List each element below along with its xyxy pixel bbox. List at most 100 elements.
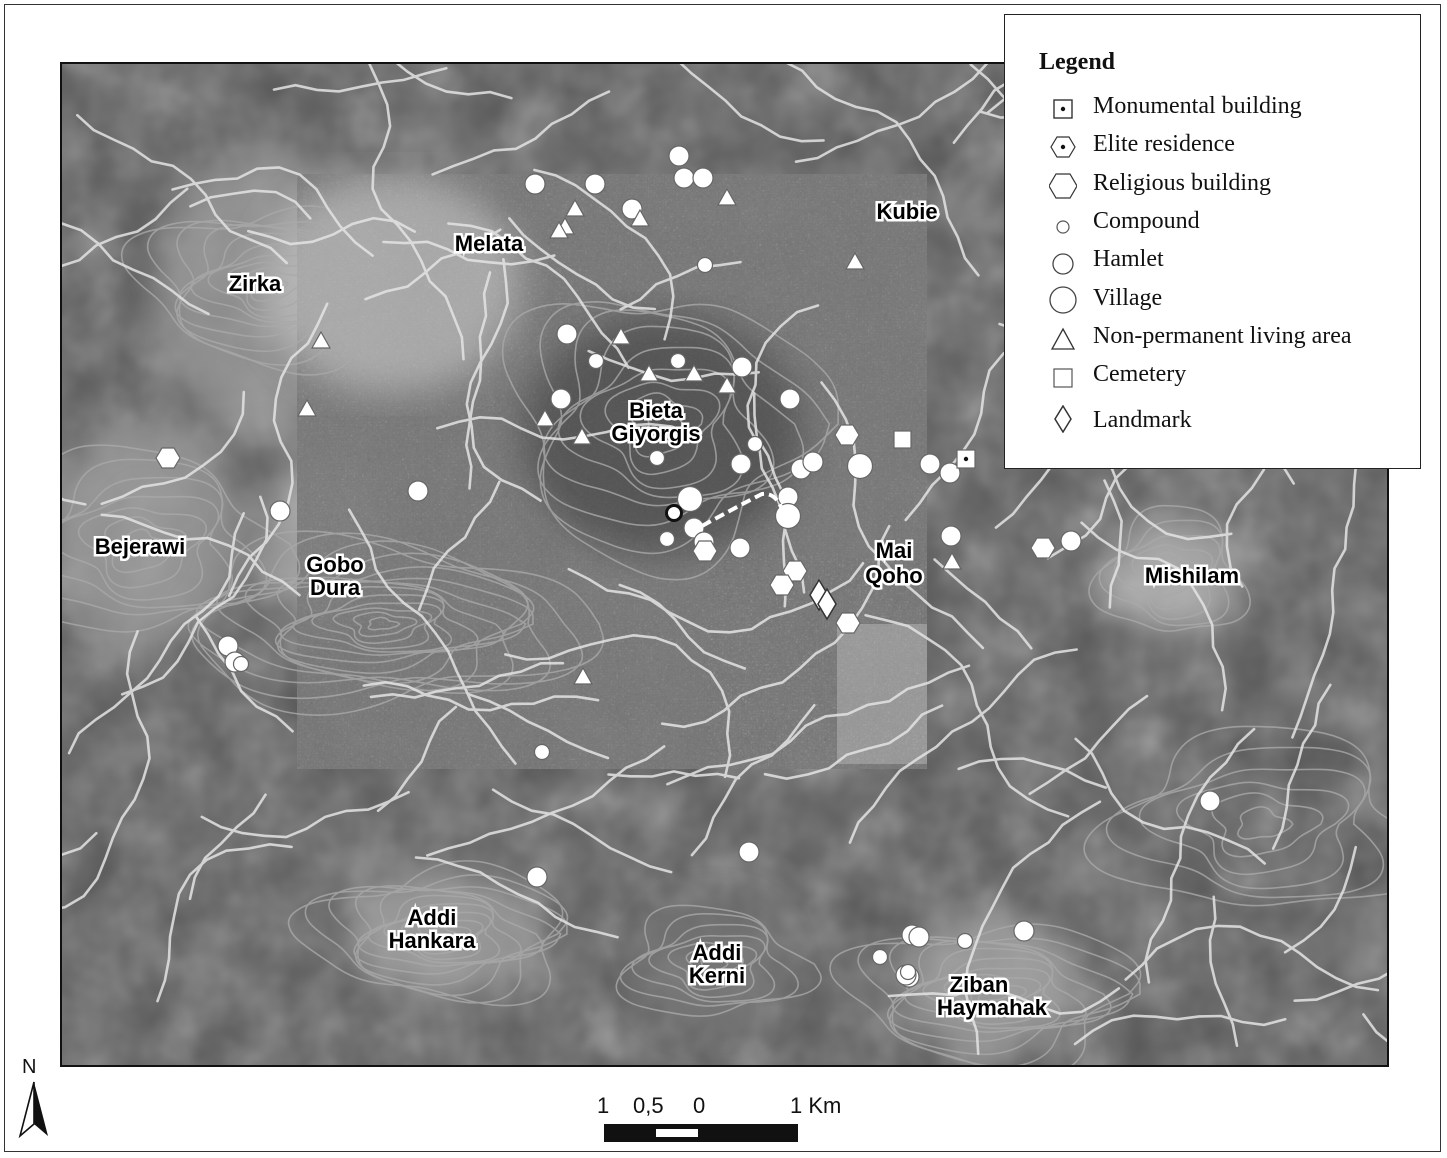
contour-line xyxy=(353,888,544,975)
contour-line xyxy=(104,516,188,574)
hamlet-symbol[interactable] xyxy=(919,453,941,475)
contour-line xyxy=(1083,725,1387,907)
hamlet-symbol[interactable] xyxy=(731,356,753,378)
compound-symbol[interactable] xyxy=(871,948,889,966)
compound-symbol[interactable] xyxy=(587,352,605,370)
hamlet-symbol[interactable] xyxy=(584,173,606,195)
stream-line xyxy=(67,511,245,755)
non-permanent-living-area-symbol[interactable] xyxy=(534,408,556,427)
contour-line xyxy=(1113,534,1221,620)
contour-line xyxy=(62,458,268,616)
contour-line xyxy=(685,947,745,982)
hamlet-symbol[interactable] xyxy=(1060,530,1082,552)
non-permanent-living-area-symbol[interactable] xyxy=(941,551,963,570)
diamond-icon xyxy=(1054,405,1072,433)
contour-line xyxy=(615,904,822,1017)
road-segment[interactable] xyxy=(701,491,786,528)
legend-item-compound: Compound xyxy=(1093,208,1200,234)
scale-label-1: 1 xyxy=(597,1093,610,1118)
legend-item-elite: Elite residence xyxy=(1093,131,1235,157)
hamlet-symbol[interactable] xyxy=(692,167,714,189)
contour-line xyxy=(1237,806,1294,840)
stream-line xyxy=(618,583,747,670)
hamlet-symbol[interactable] xyxy=(779,388,801,410)
contour-line xyxy=(417,920,472,948)
place-label-addi-hankara-1: Addi xyxy=(408,905,457,930)
non-permanent-living-area-symbol[interactable] xyxy=(571,426,593,445)
cemetery-symbol[interactable] xyxy=(893,430,912,449)
non-permanent-living-area-symbol[interactable] xyxy=(716,187,738,206)
elite-residence-symbol[interactable] xyxy=(665,504,683,522)
compound-symbol[interactable] xyxy=(746,435,764,453)
hamlet-symbol[interactable] xyxy=(269,500,291,522)
stream-line xyxy=(368,64,465,361)
hamlet-symbol[interactable] xyxy=(1199,790,1221,812)
contour-line xyxy=(62,495,220,601)
hamlet-symbol[interactable] xyxy=(673,167,695,189)
non-permanent-living-area-symbol[interactable] xyxy=(572,666,594,685)
hamlet-symbol[interactable] xyxy=(621,198,643,220)
non-permanent-living-area-symbol[interactable] xyxy=(683,363,705,382)
contour-line xyxy=(648,935,766,998)
non-permanent-living-area-symbol[interactable] xyxy=(548,220,570,239)
hamlet-symbol[interactable] xyxy=(738,841,760,863)
hamlet-symbol[interactable] xyxy=(550,388,572,410)
religious-building-symbol[interactable] xyxy=(769,574,795,596)
hamlet-symbol[interactable] xyxy=(1013,920,1035,942)
contour-line xyxy=(244,577,534,685)
contour-line xyxy=(187,540,551,692)
contour-line xyxy=(207,254,327,319)
hamlet-symbol[interactable] xyxy=(524,173,546,195)
contour-line xyxy=(123,528,166,558)
hamlet-symbol[interactable] xyxy=(940,525,962,547)
hamlet-symbol[interactable] xyxy=(802,451,824,473)
contour-line xyxy=(557,346,744,499)
stream-line xyxy=(189,189,312,220)
landmark-symbol[interactable] xyxy=(817,587,837,621)
compound-symbol[interactable] xyxy=(658,530,676,548)
compound-symbol[interactable] xyxy=(899,963,917,981)
religious-building-symbol[interactable] xyxy=(834,424,860,446)
stream-line xyxy=(1103,479,1123,609)
non-permanent-living-area-symbol[interactable] xyxy=(564,198,586,217)
religious-building-symbol[interactable] xyxy=(1030,537,1056,559)
religious-building-symbol[interactable] xyxy=(835,612,861,634)
hamlet-symbol[interactable] xyxy=(908,926,930,948)
hamlet-symbol[interactable] xyxy=(556,323,578,345)
hamlet-symbol[interactable] xyxy=(730,453,752,475)
hamlet-symbol[interactable] xyxy=(407,480,429,502)
contour-line xyxy=(146,220,411,366)
non-permanent-living-area-symbol[interactable] xyxy=(638,363,660,382)
non-permanent-living-area-symbol[interactable] xyxy=(716,375,738,394)
hamlet-symbol[interactable] xyxy=(729,537,751,559)
compound-symbol[interactable] xyxy=(696,256,714,274)
religious-building-symbol[interactable] xyxy=(155,447,181,469)
stream-line xyxy=(1283,845,1357,954)
non-permanent-living-area-symbol[interactable] xyxy=(310,330,332,349)
stream-line xyxy=(247,216,416,246)
hamlet-symbol[interactable] xyxy=(668,145,690,167)
compound-symbol[interactable] xyxy=(956,932,974,950)
compound-symbol[interactable] xyxy=(533,743,551,761)
compound-symbol[interactable] xyxy=(648,449,666,467)
hamlet-symbol[interactable] xyxy=(939,462,961,484)
compound-symbol[interactable] xyxy=(232,655,250,673)
monumental-building-dot[interactable] xyxy=(963,456,969,462)
stream-line xyxy=(786,64,980,277)
stream-line xyxy=(904,352,1005,522)
stream-line xyxy=(508,217,657,311)
village-symbol[interactable] xyxy=(846,452,874,480)
non-permanent-living-area-symbol[interactable] xyxy=(296,398,318,417)
hamlet-symbol[interactable] xyxy=(526,866,548,888)
compound-symbol[interactable] xyxy=(669,352,687,370)
non-permanent-living-area-symbol[interactable] xyxy=(844,251,866,270)
stream-line xyxy=(1144,727,1256,984)
place-label-melata: Melata xyxy=(455,231,524,256)
non-permanent-living-area-symbol[interactable] xyxy=(629,208,651,227)
village-symbol[interactable] xyxy=(676,485,704,513)
scale-label-half: 0,5 xyxy=(633,1093,664,1118)
contour-line xyxy=(77,507,208,589)
religious-building-symbol[interactable] xyxy=(692,540,718,562)
non-permanent-living-area-symbol[interactable] xyxy=(610,326,632,345)
stream-line xyxy=(1208,895,1239,1047)
